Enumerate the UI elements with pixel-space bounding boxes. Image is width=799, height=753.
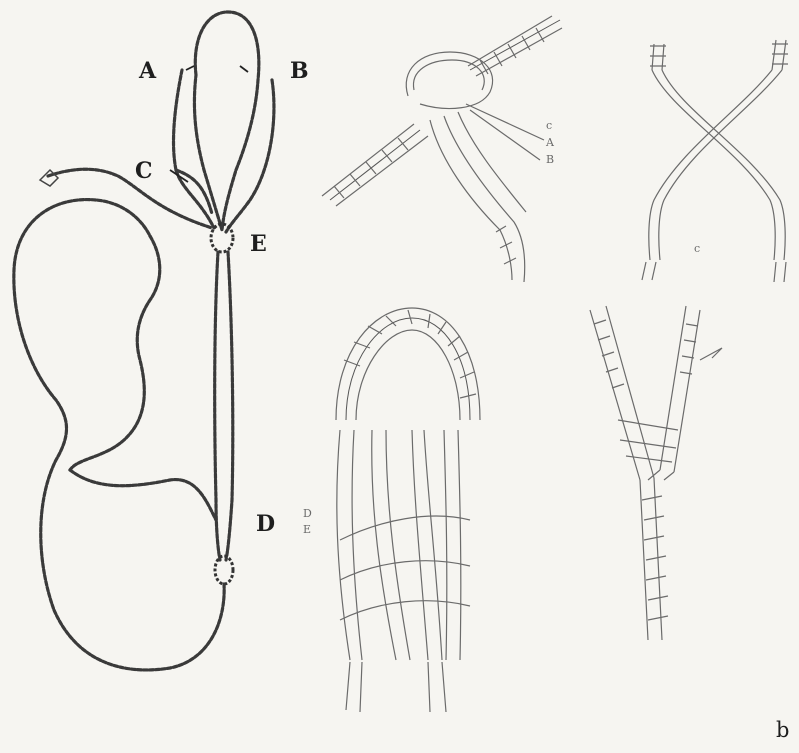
lower-inner [70,470,216,520]
large-loop [14,200,224,670]
a-pointer [186,66,194,70]
label-c: C [135,160,153,182]
small-mark-x: c [694,243,700,254]
stem-left [215,252,220,560]
label-b: B [290,60,309,82]
upper-loop-inner-right [226,80,274,232]
panel-label: b [776,720,789,741]
stem-right [226,252,233,560]
small-mark-e: E [303,524,311,535]
small-mark-c: c [546,120,552,131]
splice-eye [336,308,480,712]
splice-y [590,306,722,640]
splice-top [322,16,562,282]
large-loop-inner [70,236,160,470]
small-mark-b: B [546,154,554,165]
top-tail [48,169,212,228]
rope-assembly [14,12,274,670]
label-d: D [256,513,275,535]
label-a: A [139,60,156,82]
upper-loop [194,12,258,230]
b-pointer [240,66,248,72]
small-mark-d: D [303,508,312,519]
label-e: E [250,233,267,255]
knot-d [215,556,233,584]
small-mark-a: A [546,137,554,148]
splice-x [642,40,788,282]
